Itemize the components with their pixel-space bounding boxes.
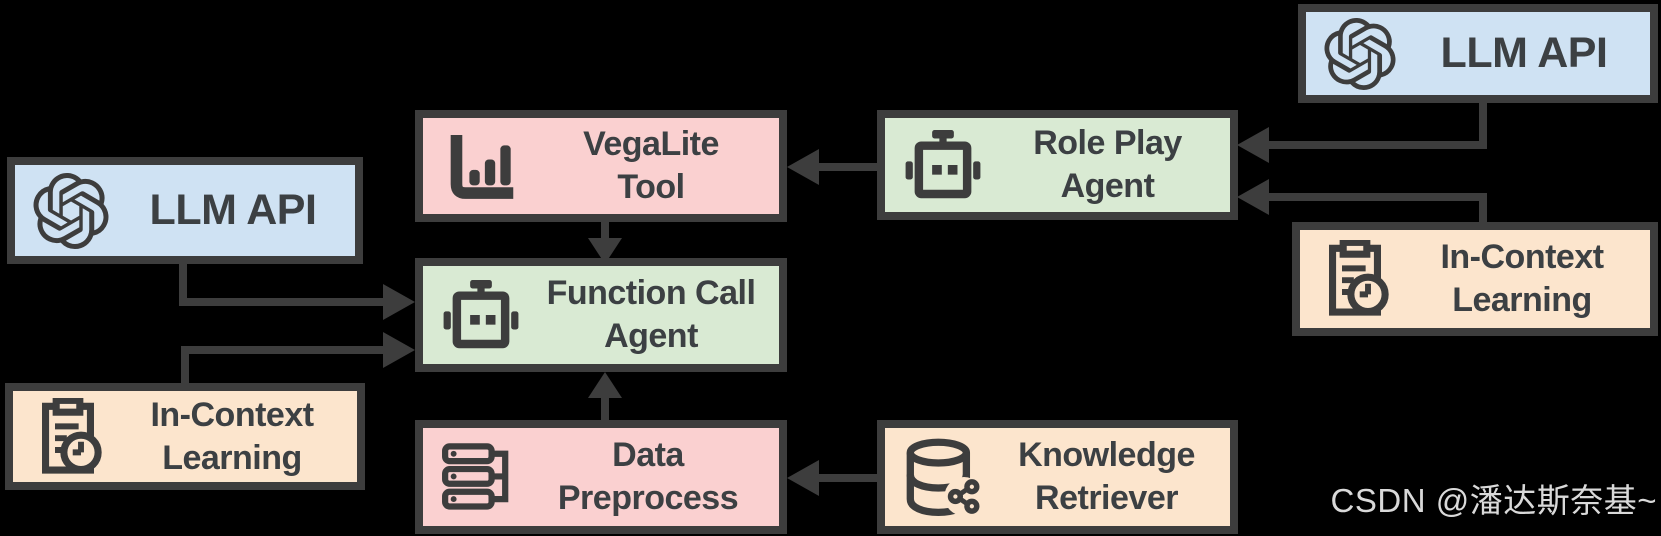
edge-datapreprocess-to-fca-stem: [601, 398, 609, 421]
openai-logo-icon: [33, 172, 109, 249]
node-function-call-agent: Function Call Agent: [415, 258, 787, 372]
node-label: In-Context Learning: [150, 395, 314, 477]
edge-llm-api-left-to-fca-horizontal: [179, 298, 386, 306]
robot-icon: [903, 130, 983, 200]
node-label: Role Play Agent: [1033, 124, 1182, 205]
node-label: VegaLite Tool: [583, 125, 719, 206]
openai-logo-icon: [1324, 17, 1396, 90]
edge-datapreprocess-to-fca-arrowhead: [588, 372, 622, 398]
edge-roleplay-to-vegalite-arrowhead: [787, 149, 819, 185]
edge-llm-api-right-to-roleplay-arrowhead: [1237, 127, 1269, 163]
server-stack-icon: [441, 443, 515, 511]
node-llm-api-top-right: LLM API: [1298, 4, 1658, 103]
node-label: LLM API: [1440, 29, 1608, 78]
robot-icon: [441, 280, 521, 350]
edge-llm-api-left-to-fca-vertical: [179, 263, 187, 306]
edge-icl-left-to-fca-arrowhead: [383, 332, 415, 368]
node-label: Function Call Agent: [546, 274, 756, 355]
edge-llm-api-left-to-fca-arrowhead: [383, 284, 415, 320]
edge-roleplay-to-vegalite-horizontal: [813, 163, 877, 171]
node-label: In-Context Learning: [1440, 238, 1604, 319]
edge-llm-api-right-to-roleplay-vertical: [1479, 103, 1487, 149]
node-data-preprocess: Data Preprocess: [415, 420, 787, 534]
bar-chart-icon: [441, 126, 521, 206]
database-share-icon: [903, 438, 981, 516]
edge-llm-api-right-to-roleplay-horizontal: [1269, 141, 1487, 149]
node-label: LLM API: [149, 186, 317, 235]
node-label: Knowledge Retriever: [1018, 436, 1195, 517]
edge-retriever-to-datapreprocess-horizontal: [813, 474, 877, 482]
edge-icl-right-to-roleplay-horizontal: [1269, 193, 1487, 201]
clipboard-clock-icon: [1318, 240, 1392, 318]
node-knowledge-retriever: Knowledge Retriever: [877, 420, 1238, 534]
edge-vegalite-to-fca-stem: [601, 221, 609, 242]
node-in-context-learning-left: In-Context Learning: [5, 383, 365, 490]
edge-icl-left-to-fca-vertical: [181, 346, 189, 384]
edge-retriever-to-datapreprocess-arrowhead: [787, 460, 819, 496]
node-llm-api-left: LLM API: [7, 157, 363, 264]
node-role-play-agent: Role Play Agent: [877, 110, 1238, 220]
node-label: Data Preprocess: [557, 436, 739, 517]
clipboard-clock-icon: [31, 397, 105, 476]
edge-icl-right-to-roleplay-vertical: [1479, 193, 1487, 222]
edge-icl-left-to-fca-horizontal: [181, 346, 386, 354]
node-in-context-learning-right: In-Context Learning: [1292, 222, 1658, 336]
watermark: CSDN @潘达斯奈基~: [1330, 482, 1657, 519]
edge-icl-right-to-roleplay-arrowhead: [1237, 179, 1269, 215]
node-vegalite-tool: VegaLite Tool: [415, 110, 787, 222]
